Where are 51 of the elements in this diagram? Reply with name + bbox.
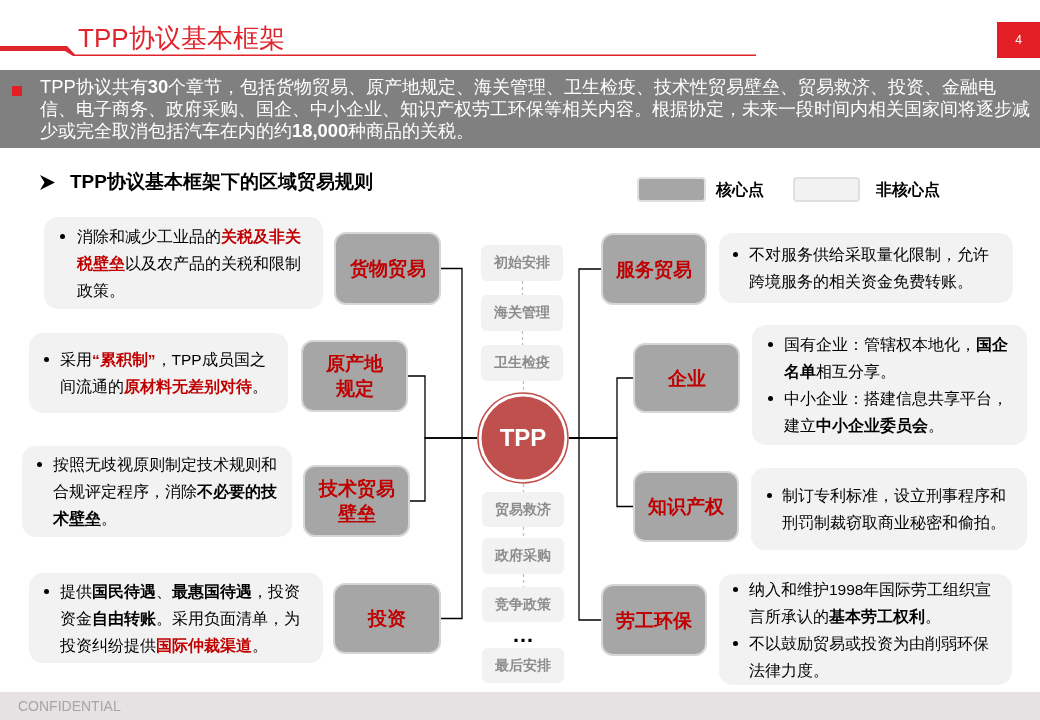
bullet-text: 制订专利标准，设立刑事程序和刑罚制裁窃取商业秘密和偷拍。 [782, 486, 1007, 533]
connector-line [440, 437, 478, 620]
summary-band [0, 70, 1040, 148]
chapter-tag: 贸易救济 [482, 492, 564, 527]
bullet-text: 消除和减少工业品的关税及非关税壁垒以及农产品的关税和限制政策。 [77, 226, 302, 301]
dashed-connector [522, 380, 525, 393]
description-card [751, 468, 1027, 550]
description-card [719, 233, 1013, 303]
topic-box: 劳工环保 [601, 584, 707, 656]
description-card [29, 333, 288, 413]
connector-line [568, 437, 602, 621]
bullet-text: 按照无歧视原则制定技术规则和合规评定程序，消除不必要的技术壁垒。 [53, 455, 278, 529]
bullet-text: 纳入和维护1998年国际劳工组织宣言所承认的基本劳工权利。 [749, 579, 993, 627]
chapter-tag: 卫生检疫 [481, 345, 563, 381]
topic-box: 企业 [633, 343, 740, 413]
topic-box: 知识产权 [633, 471, 739, 542]
description-card [29, 573, 323, 663]
summary-text: TPP协议共有30个章节，包括货物贸易、原产地规定、海关管理、卫生检疫、技术性贸易壁垒、贸易救济、投资、金融电信、电子商务、政府采购、国企、中小企业、知识产权劳工环保等相关内容。根据协定，未来一段时间内相关国家间将逐步减少或完全取消包括汽车在内的约18,000种商品的关税。 [40, 76, 1031, 142]
bullet-text: 不对服务供给采取量化限制，允许跨境服务的相关资金免费转账。 [749, 245, 989, 292]
chapter-tag: 政府采购 [482, 538, 564, 574]
chapter-tag: 海关管理 [481, 295, 563, 331]
topic-box: 服务贸易 [601, 233, 707, 305]
chapter-tag: 最后安排 [482, 648, 564, 683]
topic-box: 投资 [333, 583, 441, 654]
chapter-tag: 初始安排 [481, 245, 563, 281]
description-card [22, 446, 292, 537]
section-heading: TPP协议基本框架下的区域贸易规则 [70, 170, 373, 194]
ellipsis-text: … [512, 623, 534, 647]
hub-circle: TPP [477, 392, 569, 484]
slide-title: TPP协议基本框架 [78, 22, 285, 55]
dashed-connector [522, 483, 525, 493]
legend-label: 核心点 [716, 180, 764, 200]
dashed-connector [521, 280, 524, 296]
description-card [719, 574, 1012, 685]
dashed-connector [522, 526, 525, 539]
legend-label: 非核心点 [876, 180, 940, 200]
description-card [752, 325, 1027, 445]
bullet-text: 中小企业：搭建信息共享平台，建立中小企业委员会。 [784, 389, 1009, 436]
dashed-connector [521, 330, 524, 346]
bullet-text: 国有企业：管辖权本地化，国企名单相互分享。 [784, 335, 1009, 382]
dashed-connector [522, 573, 525, 588]
topic-box: 技术贸易壁垒 [303, 465, 410, 537]
bullet-text: 提供国民待遇、最惠国待遇，投资资金自由转账。采用负面清单，为投资纠纷提供国际仲裁渠道。 [60, 581, 300, 656]
footer-band: CONFIDENTIAL [0, 692, 1040, 720]
description-card [44, 217, 323, 309]
bullet-text: 不以鼓励贸易或投资为由削弱环保法律力度。 [749, 633, 990, 681]
page-number: 4 [997, 22, 1040, 58]
topic-box: 原产地规定 [301, 340, 408, 412]
chapter-tag: 竞争政策 [482, 587, 564, 622]
topic-box: 货物贸易 [334, 232, 441, 305]
bullet-text: 采用“累积制”，TPP成员国之间流通的原材料无差别对待。 [60, 350, 268, 397]
